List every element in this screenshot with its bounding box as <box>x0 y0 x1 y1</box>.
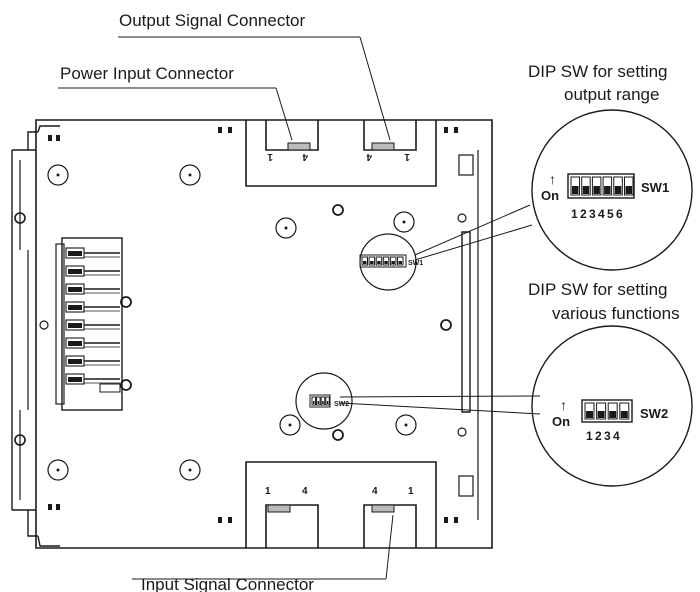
sw2-onboard: SW2 <box>295 372 353 430</box>
dip-switch-toggle <box>604 186 611 194</box>
dip-switch-toggle <box>391 261 395 264</box>
terminal-contact <box>68 305 82 310</box>
dip-switch-toggle <box>363 261 367 264</box>
up-arrow-icon: ↑ <box>549 171 556 187</box>
sw1-positions-label: 1 2 3 4 5 6 <box>571 207 623 221</box>
left-terminal-block <box>55 237 123 411</box>
sw1-zoom-callout: ↑ On SW1 1 2 3 4 5 6 <box>531 109 693 271</box>
dip-switch-toggle <box>313 401 315 404</box>
pin-label: 1 <box>404 151 410 162</box>
sw1-onboard: SW1 <box>359 233 423 291</box>
dip-switch-toggle <box>322 401 324 404</box>
dip-switch-toggle <box>398 261 402 264</box>
pin-label: 1 <box>267 151 273 162</box>
board-outline <box>11 119 493 549</box>
dip-switch-toggle <box>582 186 590 194</box>
terminal-contact <box>68 377 82 382</box>
corner-pads <box>48 127 458 523</box>
sw2-zoom-callout: ↑ On SW2 1 2 3 4 <box>531 325 693 487</box>
dip-sw2-title-line2: various functions <box>552 304 680 323</box>
dip-switch-toggle <box>572 186 579 194</box>
dip-sw1-title-line1: DIP SW for setting <box>528 62 668 81</box>
bottom-connector-pin-labels: 1 4 4 1 <box>265 486 414 497</box>
dip-switch-toggle <box>625 186 632 194</box>
dip-switch-toggle <box>586 411 593 418</box>
pin-label: 4 <box>302 151 308 162</box>
mounting-holes <box>14 164 467 481</box>
output-signal-connector-label: Output Signal Connector <box>119 11 306 30</box>
dip-switch-toggle <box>317 401 320 404</box>
up-arrow-icon: ↑ <box>560 397 567 413</box>
dip-sw2-title-line1: DIP SW for setting <box>528 280 668 299</box>
terminal-contact <box>68 359 82 364</box>
top-connector-housing <box>245 120 437 187</box>
leader-lines <box>58 36 541 580</box>
dip-switch-toggle <box>614 186 622 194</box>
top-connector-pin-labels: 1 4 4 1 <box>267 151 410 162</box>
dip-switch-toggle <box>377 261 381 264</box>
terminal-contact <box>68 251 82 256</box>
sw2-on-label: On <box>552 414 570 429</box>
sw1-small-label: SW1 <box>408 260 423 267</box>
sw2-name-label: SW2 <box>640 406 668 421</box>
pin-label: 4 <box>372 486 378 497</box>
dip-sw1-title-line2: output range <box>564 85 659 104</box>
pin-label: 1 <box>408 486 414 497</box>
dip-switch-toggle <box>620 411 628 418</box>
dip-switch-toggle <box>370 261 374 264</box>
dip-switch-toggle <box>326 401 329 404</box>
pin-label: 4 <box>302 486 308 497</box>
dip-switch-toggle <box>384 261 388 264</box>
input-signal-connector-label: Input Signal Connector <box>141 575 314 592</box>
power-input-connector-label: Power Input Connector <box>60 64 234 83</box>
pin-label: 1 <box>265 486 271 497</box>
sw1-on-label: On <box>541 188 559 203</box>
terminal-contact <box>68 323 82 328</box>
sw2-positions-label: 1 2 3 4 <box>586 429 620 443</box>
pin-label: 4 <box>366 151 372 162</box>
terminal-contact <box>68 269 82 274</box>
sw1-name-label: SW1 <box>641 180 669 195</box>
dip-switch-toggle <box>593 186 600 194</box>
bottom-connector-housing <box>245 461 437 548</box>
sw2-small-label: SW2 <box>334 401 349 408</box>
terminal-contact <box>68 287 82 292</box>
dip-switch-toggle <box>597 411 605 418</box>
terminal-contact <box>68 341 82 346</box>
dip-switch-toggle <box>609 411 617 418</box>
